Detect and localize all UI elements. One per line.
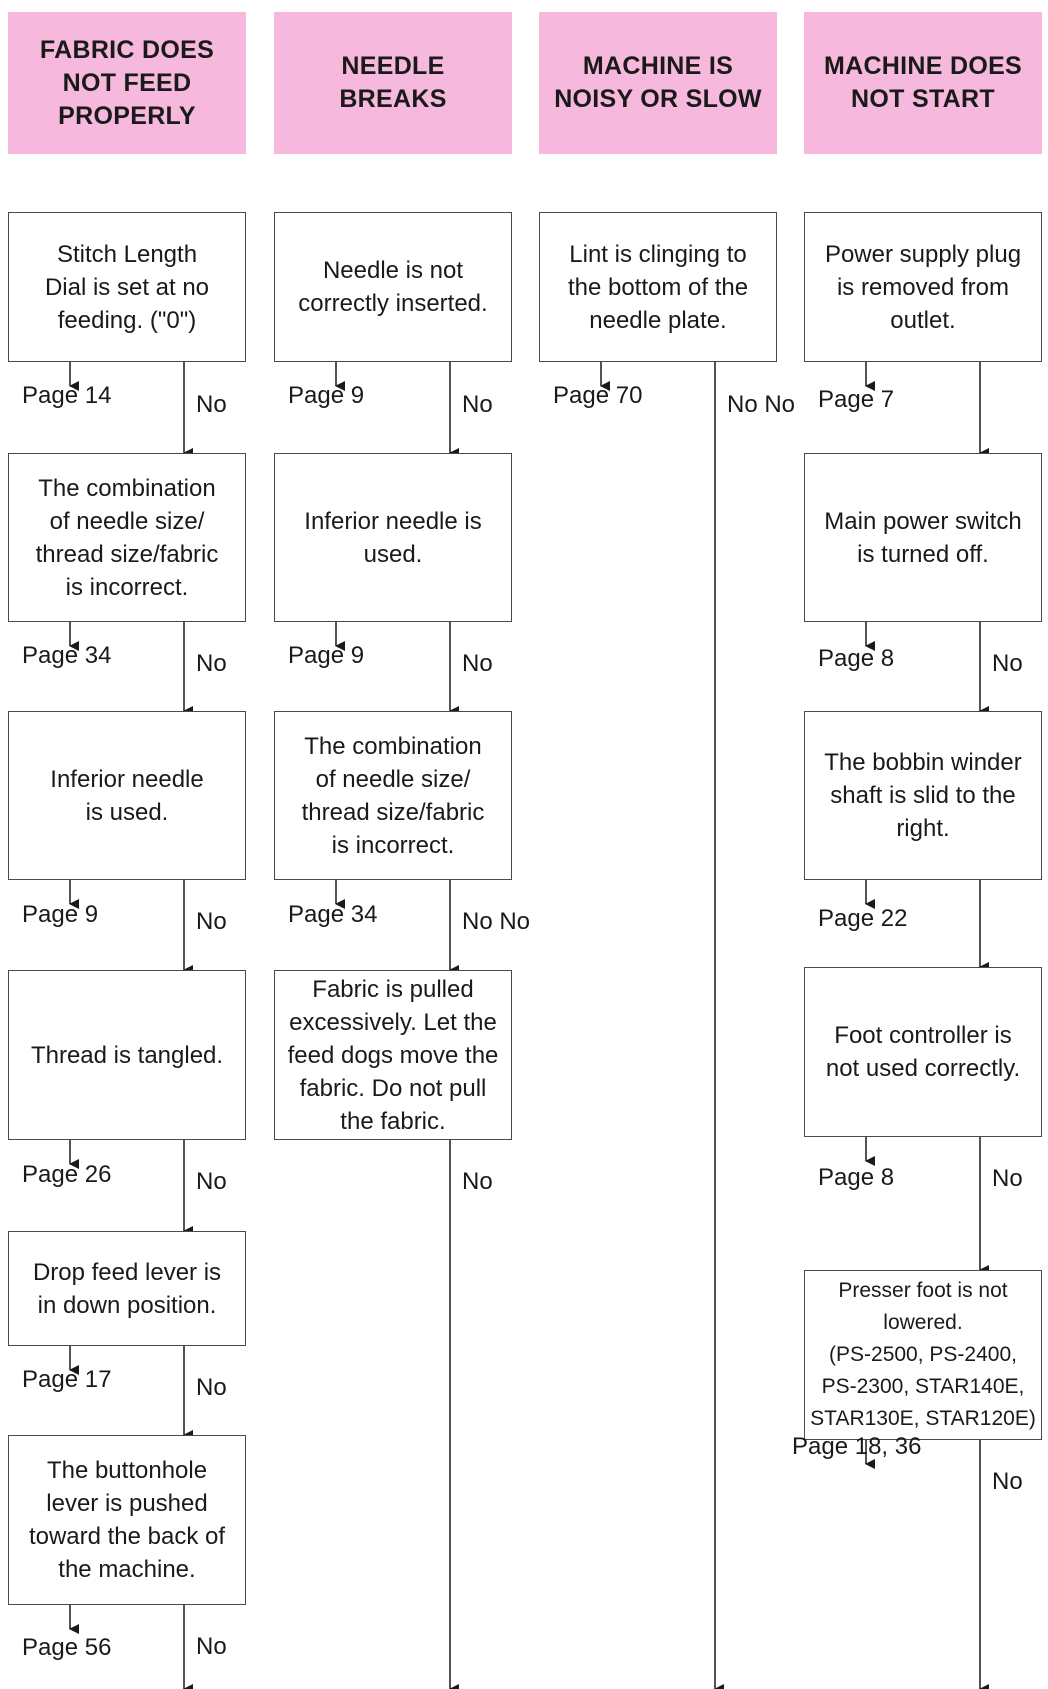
page-reference: Page 34 xyxy=(22,642,112,669)
no-label: No xyxy=(992,1468,1023,1495)
problem-box-text: Drop feed lever is in down position. xyxy=(32,1258,222,1319)
column-header-3-text: MACHINE IS NOISY OR SLOW xyxy=(554,52,762,113)
page-reference: Page 8 xyxy=(818,645,895,672)
page-reference: Page 9 xyxy=(288,382,365,409)
problem-box-text: Power supply plug is removed from outlet… xyxy=(824,240,1022,334)
no-label: No xyxy=(992,1165,1023,1192)
no-label: No xyxy=(992,650,1023,677)
no-label: No xyxy=(196,1168,227,1195)
page-reference: Page 18, 36 xyxy=(792,1433,922,1460)
page-reference: Page 14 xyxy=(22,382,112,409)
no-label: No xyxy=(196,391,227,418)
problem-box: Needle is not correctly inserted. xyxy=(274,212,512,362)
problem-box-text: Thread is tangled. xyxy=(30,1041,224,1069)
page-reference: Page 9 xyxy=(22,901,99,928)
column-header-2-text: NEEDLE BREAKS xyxy=(339,52,447,113)
page-reference: Page 34 xyxy=(288,901,378,928)
problem-box: The combination of needle size/ thread s… xyxy=(274,711,512,880)
problem-box-text: The combination of needle size/ thread s… xyxy=(35,474,219,601)
column-header-1: FABRIC DOES NOT FEED PROPERLY xyxy=(8,12,246,154)
problem-box: The buttonhole lever is pushed toward th… xyxy=(8,1435,246,1605)
no-label: No xyxy=(196,1374,227,1401)
problem-box-text: Fabric is pulled excessively. Let the fe… xyxy=(287,975,499,1135)
page-reference: Page 26 xyxy=(22,1161,112,1188)
no-label: No xyxy=(196,908,227,935)
column-header-4: MACHINE DOES NOT START xyxy=(804,12,1042,154)
no-label: No xyxy=(462,1168,493,1195)
problem-box-text: The buttonhole lever is pushed toward th… xyxy=(28,1457,226,1583)
no-label: No xyxy=(462,391,493,418)
no-label: No xyxy=(196,650,227,677)
problem-box: Foot controller is not used correctly. xyxy=(804,967,1042,1137)
problem-box: Drop feed lever is in down position. xyxy=(8,1231,246,1346)
problem-box-text: The bobbin winder shaft is slid to the r… xyxy=(824,749,1022,842)
page-reference: Page 8 xyxy=(818,1164,895,1191)
problem-box: Inferior needle is used. xyxy=(8,711,246,880)
problem-box: Lint is clinging to the bottom of the ne… xyxy=(539,212,777,362)
page-reference: Page 7 xyxy=(818,386,895,413)
problem-box-text: Lint is clinging to the bottom of the ne… xyxy=(567,240,749,334)
problem-box: Inferior needle is used. xyxy=(274,453,512,622)
problem-box-text: Inferior needle is used. xyxy=(50,765,204,826)
problem-box-text: Main power switch is turned off. xyxy=(824,507,1022,568)
problem-box-text: Inferior needle is used. xyxy=(304,507,482,568)
column-header-4-text: MACHINE DOES NOT START xyxy=(823,52,1023,113)
column-header-2: NEEDLE BREAKS xyxy=(274,12,512,154)
problem-box-text: Presser foot is not lowered. (PS-2500, P… xyxy=(810,1279,1036,1430)
page-reference: Page 9 xyxy=(288,642,365,669)
problem-box: The combination of needle size/ thread s… xyxy=(8,453,246,622)
no-label: No xyxy=(196,1633,227,1660)
problem-box: Main power switch is turned off. xyxy=(804,453,1042,622)
column-header-1-text: FABRIC DOES NOT FEED PROPERLY xyxy=(39,35,215,130)
problem-box: Stitch Length Dial is set at no feeding.… xyxy=(8,212,246,362)
problem-box-text: Stitch Length Dial is set at no feeding.… xyxy=(44,240,210,334)
page-reference: Page 70 xyxy=(553,382,643,409)
column-header-3: MACHINE IS NOISY OR SLOW xyxy=(539,12,777,154)
page-reference: Page 56 xyxy=(22,1634,112,1661)
problem-box-text: Needle is not correctly inserted. xyxy=(298,257,488,317)
problem-box: The bobbin winder shaft is slid to the r… xyxy=(804,711,1042,880)
problem-box: Power supply plug is removed from outlet… xyxy=(804,212,1042,362)
problem-box-text: The combination of needle size/ thread s… xyxy=(301,732,485,859)
no-label: No No xyxy=(462,908,531,935)
page-reference: Page 17 xyxy=(22,1366,112,1393)
no-label: No No xyxy=(727,391,796,418)
no-label: No xyxy=(462,650,493,677)
problem-box-text: Foot controller is not used correctly. xyxy=(825,1022,1021,1082)
problem-box: Fabric is pulled excessively. Let the fe… xyxy=(274,970,512,1140)
problem-box: Presser foot is not lowered. (PS-2500, P… xyxy=(804,1270,1042,1440)
problem-box: Thread is tangled. xyxy=(8,970,246,1140)
page-reference: Page 22 xyxy=(818,905,908,932)
